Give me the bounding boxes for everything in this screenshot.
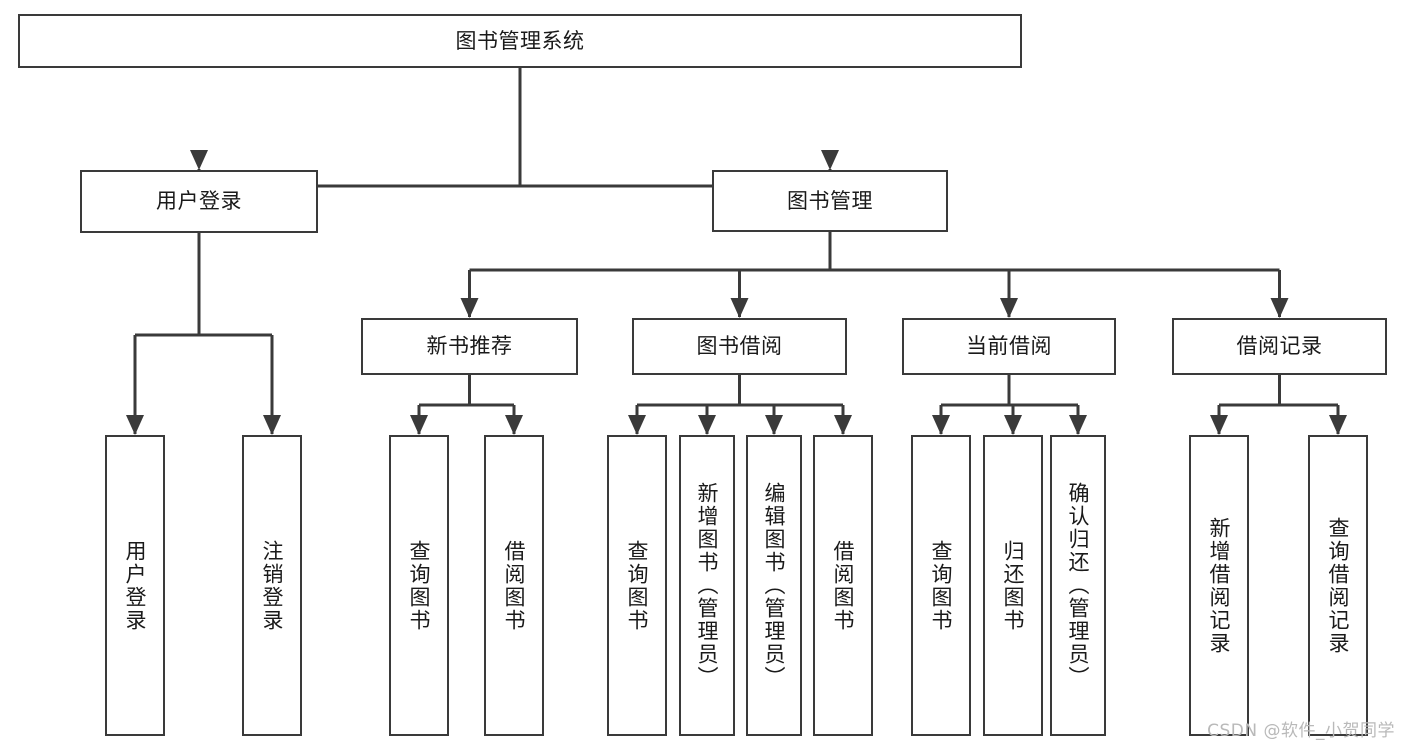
node-label: 图书借阅: [696, 334, 783, 359]
node-borrow-record[interactable]: 借阅记录: [1172, 318, 1387, 375]
node-user-login[interactable]: 用户登录: [80, 170, 318, 233]
node-leaf-query-book-3[interactable]: 查询图书: [911, 435, 971, 736]
node-leaf-query-book-1[interactable]: 查询图书: [389, 435, 449, 736]
node-leaf-return-book[interactable]: 归还图书: [983, 435, 1043, 736]
node-leaf-query-book-2[interactable]: 查询图书: [607, 435, 667, 736]
node-label: 借阅记录: [1236, 334, 1323, 359]
node-leaf-borrow-book-1[interactable]: 借阅图书: [484, 435, 544, 736]
node-label: 当前借阅: [966, 334, 1052, 359]
node-leaf-add-borrow-record[interactable]: 新增借阅记录: [1189, 435, 1249, 736]
node-book-borrow[interactable]: 图书借阅: [632, 318, 847, 375]
node-label: 编辑图书（管理员）: [762, 482, 787, 689]
node-label: 查询图书: [407, 539, 432, 632]
node-label: 确认归还（管理员）: [1066, 482, 1091, 689]
node-new-book-recommend[interactable]: 新书推荐: [361, 318, 578, 375]
node-label: 借阅图书: [831, 539, 856, 632]
node-leaf-user-logout[interactable]: 注销登录: [242, 435, 302, 736]
node-root[interactable]: 图书管理系统: [18, 14, 1022, 68]
node-book-manage[interactable]: 图书管理: [712, 170, 948, 232]
csdn-watermark: CSDN @软件_小贺同学: [1207, 721, 1395, 741]
node-leaf-query-borrow-record[interactable]: 查询借阅记录: [1308, 435, 1368, 736]
node-label: 注销登录: [260, 539, 285, 632]
node-label: 用户登录: [123, 539, 148, 632]
node-leaf-add-book[interactable]: 新增图书（管理员）: [679, 435, 735, 736]
node-label: 查询图书: [929, 539, 954, 632]
node-current-borrow[interactable]: 当前借阅: [902, 318, 1116, 375]
node-leaf-edit-book[interactable]: 编辑图书（管理员）: [746, 435, 802, 736]
node-label: 新增借阅记录: [1207, 516, 1232, 655]
node-label: 借阅图书: [502, 539, 527, 632]
node-label: 新书推荐: [426, 334, 513, 359]
node-label: 归还图书: [1001, 539, 1026, 632]
node-leaf-confirm-return[interactable]: 确认归还（管理员）: [1050, 435, 1106, 736]
node-label: 用户登录: [156, 189, 242, 214]
node-leaf-user-login[interactable]: 用户登录: [105, 435, 165, 736]
node-label: 图书管理系统: [455, 28, 585, 53]
node-label: 查询图书: [625, 539, 650, 632]
node-label: 新增图书（管理员）: [695, 482, 720, 689]
node-leaf-borrow-book-2[interactable]: 借阅图书: [813, 435, 873, 736]
node-label: 查询借阅记录: [1326, 516, 1351, 655]
node-label: 图书管理: [787, 188, 873, 213]
